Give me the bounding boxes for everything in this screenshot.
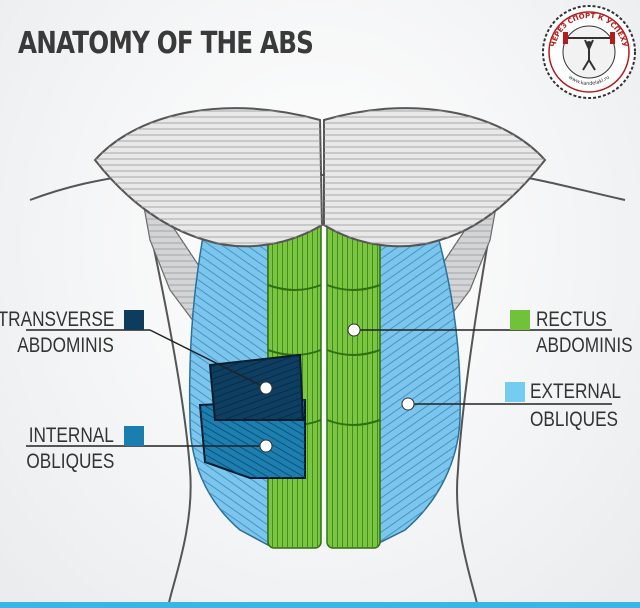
external-oblique-right xyxy=(374,224,461,547)
leader-lines xyxy=(26,329,612,447)
pectoral-left xyxy=(93,107,324,248)
page-title: ANATOMY OF THE ABS xyxy=(18,26,314,61)
external-color-swatch xyxy=(505,382,525,402)
label-internal-line2: OBLIQUES xyxy=(25,450,114,473)
label-rectus-line1: RECTUS xyxy=(536,308,607,331)
marker-transverse xyxy=(259,381,273,395)
weightlifter-icon xyxy=(563,32,615,71)
leader-transverse xyxy=(149,329,267,389)
transverse-color-swatch xyxy=(124,310,144,330)
internal-color-swatch xyxy=(124,426,144,446)
label-transverse-line2: ABDOMINIS xyxy=(17,334,114,357)
marker-rectus xyxy=(347,323,361,337)
label-external-line1: EXTERNAL xyxy=(530,380,621,403)
marker-internal xyxy=(259,439,273,453)
label-external-line2: OBLIQUES xyxy=(530,408,619,431)
rectus-color-swatch xyxy=(510,310,530,330)
label-transverse-line1: TRANSVERSE xyxy=(0,308,114,331)
label-rectus-line2: ABDOMINIS xyxy=(536,334,633,357)
markers xyxy=(259,323,415,453)
pectoral-right xyxy=(323,107,547,248)
label-internal-line1: INTERNAL xyxy=(28,424,114,447)
kandelaki-logo: ЧЕРЕЗ СПОРТ К УСПЕХУ www.kandelaki.ru xyxy=(542,5,636,99)
marker-external xyxy=(401,397,415,411)
bottom-accent-line xyxy=(0,602,640,608)
transverse-abdominis-cutaway xyxy=(208,353,305,421)
